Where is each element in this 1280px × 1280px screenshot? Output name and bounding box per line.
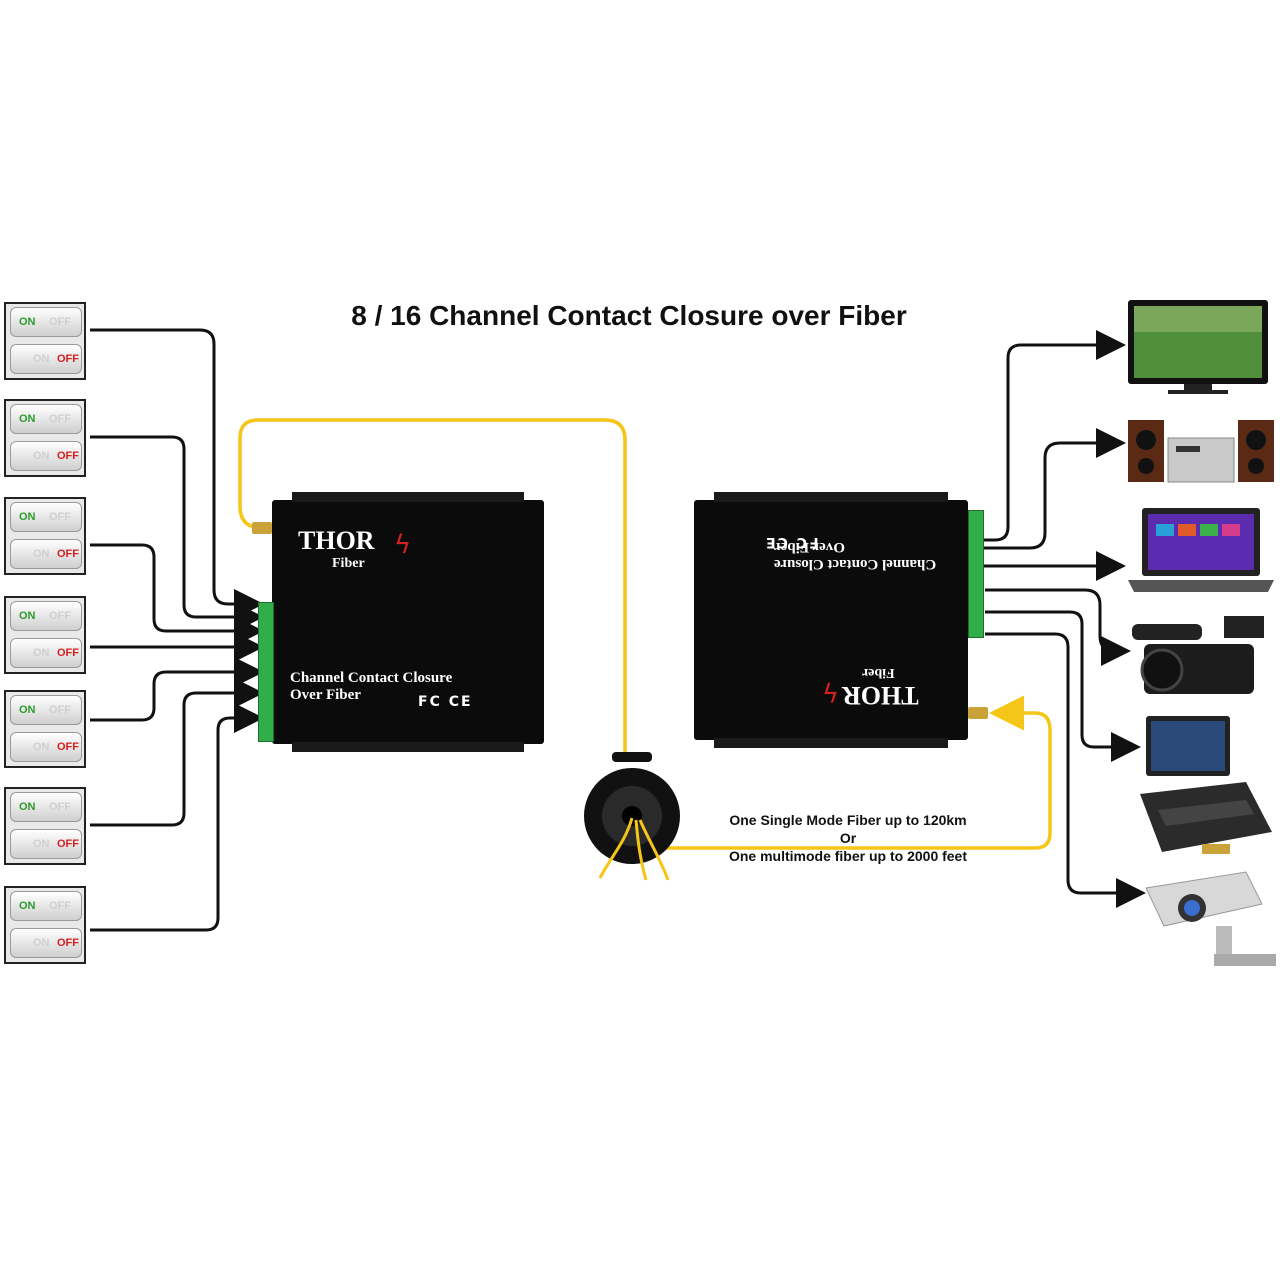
on-label: ON: [19, 511, 36, 523]
fiber-connector-icon: [252, 522, 272, 534]
fiber-reel-icon: [584, 752, 680, 881]
switch-on-rocker[interactable]: ON OFF: [10, 792, 82, 822]
off-label: OFF: [49, 704, 71, 716]
product-name: Channel Contact Closure Over Fiber: [290, 670, 453, 703]
switch-on-rocker[interactable]: ON OFF: [10, 695, 82, 725]
off-label: OFF: [57, 647, 79, 659]
contact-switch[interactable]: ON OFF ON OFF: [4, 596, 86, 674]
contact-switch[interactable]: ON OFF ON OFF: [4, 302, 86, 380]
output-wire-switcher: [985, 610, 1141, 762]
contact-switch[interactable]: ON OFF ON OFF: [4, 399, 86, 477]
on-label: ON: [33, 937, 50, 949]
input-wire-7: [90, 703, 264, 932]
mounting-ear-bottom: [292, 742, 524, 752]
on-label: ON: [33, 450, 50, 462]
switch-on-rocker[interactable]: ON OFF: [10, 404, 82, 434]
brand-sub: Fiber: [862, 665, 895, 680]
input-wire-6: [90, 678, 264, 827]
laptop-icon: [1128, 508, 1274, 592]
video-switcher-icon: [1140, 716, 1272, 854]
input-wire-1: [90, 328, 264, 619]
contact-switch[interactable]: ON OFF ON OFF: [4, 690, 86, 768]
brand-logo: THOR: [298, 526, 375, 555]
on-label: ON: [33, 548, 50, 560]
switch-off-rocker[interactable]: ON OFF: [10, 829, 82, 859]
switch-on-rocker[interactable]: ON OFF: [10, 502, 82, 532]
mounting-ear-top: [292, 492, 524, 502]
on-label: ON: [33, 838, 50, 850]
output-wire-cctv: [985, 632, 1146, 908]
on-label: ON: [19, 413, 36, 425]
switch-on-rocker[interactable]: ON OFF: [10, 601, 82, 631]
on-label: ON: [19, 801, 36, 813]
receiver-unit: FC CE Channel Contact Closure Over Fiber…: [694, 492, 968, 748]
certification-marks: FC CE: [418, 694, 473, 710]
contact-switch[interactable]: ON OFF ON OFF: [4, 886, 86, 964]
lightning-logo-icon: ϟ: [822, 676, 840, 706]
mounting-ear-top: [714, 492, 948, 502]
fiber-note: One Single Mode Fiber up to 120km Or One…: [700, 811, 996, 865]
off-label: OFF: [49, 511, 71, 523]
switch-on-rocker[interactable]: ON OFF: [10, 891, 82, 921]
off-label: OFF: [57, 450, 79, 462]
off-label: OFF: [49, 610, 71, 622]
off-label: OFF: [49, 316, 71, 328]
transmitter-unit: THOR ϟ Fiber Channel Contact Closure Ove…: [272, 492, 544, 752]
brand-logo: THOR: [842, 681, 919, 710]
output-wire-stereo: [975, 428, 1126, 550]
on-label: ON: [19, 704, 36, 716]
switch-off-rocker[interactable]: ON OFF: [10, 732, 82, 762]
mounting-ear-bottom: [714, 738, 948, 748]
fiber-line-transmitter: [238, 418, 627, 760]
fiber-note-line2: Or: [839, 830, 857, 846]
off-label: OFF: [49, 413, 71, 425]
off-label: OFF: [57, 548, 79, 560]
output-wire-tv: [975, 330, 1126, 542]
on-label: ON: [33, 353, 50, 365]
switch-off-rocker[interactable]: ON OFF: [10, 539, 82, 569]
output-terminal-block[interactable]: [968, 510, 984, 638]
on-label: ON: [19, 900, 36, 912]
on-label: ON: [33, 741, 50, 753]
fiber-connector-icon: [968, 707, 988, 719]
input-wire-3: [90, 543, 264, 646]
switch-off-rocker[interactable]: ON OFF: [10, 441, 82, 471]
off-label: OFF: [49, 900, 71, 912]
switch-off-rocker[interactable]: ON OFF: [10, 344, 82, 374]
on-label: ON: [19, 610, 36, 622]
brand-sub: Fiber: [332, 556, 365, 571]
cctv-camera-icon: [1145, 871, 1276, 966]
off-label: OFF: [49, 801, 71, 813]
product-name: Channel Contact Closure Over Fiber: [774, 539, 937, 572]
off-label: OFF: [57, 838, 79, 850]
switch-on-rocker[interactable]: ON OFF: [10, 307, 82, 337]
lightning-logo-icon: ϟ: [394, 530, 412, 560]
tv-icon: [1128, 300, 1268, 394]
camcorder-icon: [1132, 616, 1264, 694]
off-label: OFF: [57, 353, 79, 365]
off-label: OFF: [57, 741, 79, 753]
input-terminal-block[interactable]: [258, 602, 274, 742]
fiber-note-line3: One multimode fiber up to 2000 feet: [728, 848, 968, 864]
input-wire-2: [90, 435, 264, 632]
off-label: OFF: [57, 937, 79, 949]
stereo-icon: [1128, 420, 1274, 483]
on-label: ON: [33, 647, 50, 659]
switch-off-rocker[interactable]: ON OFF: [10, 638, 82, 668]
contact-switch[interactable]: ON OFF ON OFF: [4, 497, 86, 575]
fiber-note-line1: One Single Mode Fiber up to 120km: [729, 812, 967, 828]
switch-off-rocker[interactable]: ON OFF: [10, 928, 82, 958]
fiber-line-receiver: [660, 695, 1052, 850]
input-wire-5: [90, 657, 264, 722]
diagram-title: 8 / 16 Channel Contact Closure over Fibe…: [351, 300, 907, 331]
contact-switch[interactable]: ON OFF ON OFF: [4, 787, 86, 865]
output-wire-camcorder: [985, 588, 1131, 666]
on-label: ON: [19, 316, 36, 328]
